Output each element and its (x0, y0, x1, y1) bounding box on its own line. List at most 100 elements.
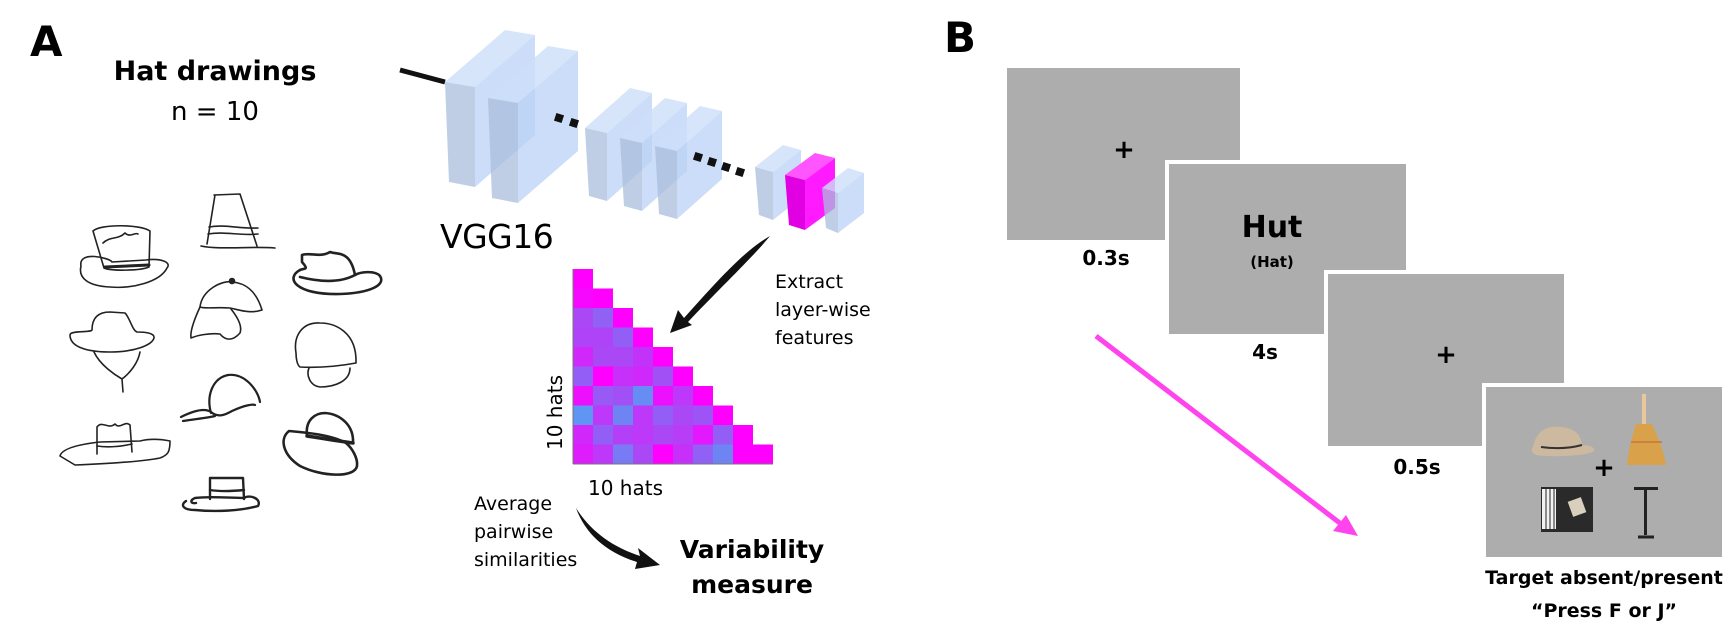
heatmap-cell-r9-c8 (733, 444, 753, 465)
heatmap-cell-r7-c4 (653, 405, 673, 426)
heatmap-cell-r8-c8 (733, 425, 753, 445)
heatmap-cell-r8-c5 (673, 425, 693, 445)
heatmap-cell-r5-c3 (633, 366, 653, 387)
cue-word: Hut (1241, 210, 1303, 245)
heatmap-cell-r8-c2 (613, 425, 633, 445)
hat-drawing-cowboy-hat-wide-brim (59, 422, 171, 466)
average-label-line-3: similarities (474, 549, 578, 571)
hat-drawing-top-hat-scribbled (79, 224, 169, 289)
heatmap-cell-r1-c0 (573, 288, 593, 309)
heatmap-cell-r6-c0 (573, 386, 593, 406)
fixation-cross-icon: + (1435, 340, 1457, 370)
heatmap-cell-r4-c3 (633, 347, 653, 367)
heatmap-cell-r9-c2 (613, 444, 633, 465)
heatmap-cell-r6-c1 (593, 386, 613, 406)
hat-drawing-cap-open-brim (179, 373, 262, 423)
heatmap-cell-r6-c2 (613, 386, 633, 406)
heatmap-cell-r7-c0 (573, 405, 593, 426)
response-caption-line-1: Target absent/present (1485, 567, 1723, 589)
heatmap-cell-r9-c5 (673, 444, 693, 465)
extract-features-label: Extract layer-wise features (775, 268, 871, 352)
heatmap-cell-r7-c3 (633, 405, 653, 426)
heatmap-cell-r7-c6 (693, 405, 713, 426)
heatmap-cell-r3-c2 (613, 327, 633, 348)
accordion-icon (1541, 487, 1593, 532)
hat-drawing-tall-tapered-hat (200, 193, 276, 249)
heatmap-cell-r7-c7 (713, 405, 733, 426)
heatmap-cell-r9-c6 (693, 444, 713, 465)
fixation-cross-icon: + (1113, 135, 1135, 165)
hat-drawing-baseball-cap-with-button (190, 277, 263, 340)
heatmap-cell-r6-c4 (653, 386, 673, 406)
hat-drawing-fedora-bold (292, 250, 383, 296)
hat-drawing-bowler-hat-bold (282, 411, 359, 476)
hat-drawings-title: Hat drawings (113, 56, 317, 87)
heatmap-cell-r4-c1 (593, 347, 613, 367)
duration-label-2: 4s (1252, 340, 1278, 364)
heatmap-cell-r4-c2 (613, 347, 633, 367)
heatmap-cell-r7-c1 (593, 405, 613, 426)
bicycle-pump-icon (1634, 487, 1658, 539)
layer-block-5 (655, 106, 722, 219)
heatmap-cell-r0-c0 (573, 269, 593, 289)
heatmap-cell-r9-c0 (573, 444, 593, 465)
ellipsis-dots-2 (692, 151, 746, 178)
hat-drawing-beanie-helmet-with-face (294, 322, 357, 388)
heatmap-cell-r4-c4 (653, 347, 673, 367)
heatmap-cell-r7-c5 (673, 405, 693, 426)
heatmap-cell-r8-c3 (633, 425, 653, 445)
heatmap-cell-r3-c0 (573, 327, 593, 348)
time-arrow-line (1094, 334, 1347, 529)
heatmap-cell-r9-c4 (653, 444, 673, 465)
heatmap-cell-r8-c6 (693, 425, 713, 445)
extract-arrow-icon (670, 236, 770, 333)
heatmap-cell-r5-c1 (593, 366, 613, 387)
heatmap-cell-r9-c9 (753, 444, 773, 465)
heatmap-cell-r9-c3 (633, 444, 653, 465)
time-arrow-head-icon (1333, 515, 1358, 536)
layer-block-8 (822, 168, 864, 233)
heatmap-cell-r9-c7 (713, 444, 733, 465)
heatmap-cell-r5-c4 (653, 366, 673, 387)
broom-icon (1627, 394, 1666, 465)
heatmap-cell-r2-c0 (573, 308, 593, 328)
heatmap-cell-r4-c0 (573, 347, 593, 367)
heatmap-cell-r8-c4 (653, 425, 673, 445)
heatmap-cell-r6-c3 (633, 386, 653, 406)
fedora-hat-icon (1531, 426, 1595, 457)
panel-b-letter: B (944, 13, 977, 62)
variability-line-2: measure (691, 570, 813, 599)
vgg16-label: VGG16 (440, 217, 554, 256)
hat-count: n = 10 (171, 97, 259, 127)
heatmap-cell-r1-c1 (593, 288, 613, 309)
input-connector-line (399, 67, 446, 85)
heatmap-cell-r9-c1 (593, 444, 613, 465)
hat-drawing-top-hat-short (181, 476, 260, 513)
heatmap-cell-r5-c5 (673, 366, 693, 387)
search-array-screen: + (1482, 383, 1726, 561)
heatmap-cell-r3-c3 (633, 327, 653, 348)
heatmap-cell-r6-c6 (693, 386, 713, 406)
search-array-objects (1531, 394, 1666, 539)
heatmap-cell-r8-c0 (573, 425, 593, 445)
heatmap-cell-r7-c2 (613, 405, 633, 426)
layer-block-2 (488, 46, 578, 203)
average-label-line-2: pairwise (474, 521, 554, 543)
ellipsis-dots-1 (553, 112, 580, 129)
heatmap-cell-r3-c1 (593, 327, 613, 348)
panel-a-letter: A (30, 17, 63, 66)
average-arrow-icon (576, 508, 660, 569)
duration-label-3: 0.5s (1393, 455, 1441, 479)
heatmap-cell-r8-c7 (713, 425, 733, 445)
extract-label-line-3: features (775, 327, 854, 349)
heatmap-cell-r5-c2 (613, 366, 633, 387)
response-caption-line-2: “Press F or J” (1530, 600, 1678, 622)
heatmap-cell-r2-c1 (593, 308, 613, 328)
duration-label-1: 0.3s (1082, 246, 1130, 270)
extract-label-line-1: Extract (775, 271, 844, 293)
cue-word-translation: (Hat) (1250, 253, 1294, 271)
